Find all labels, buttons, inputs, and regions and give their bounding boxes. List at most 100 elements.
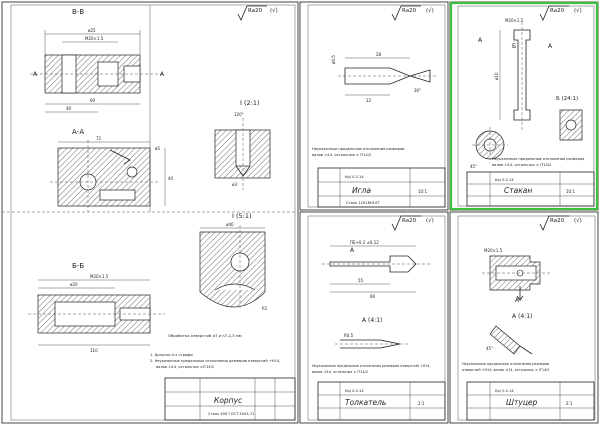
notes-shtutser: Неуказанные предельные отклонения размер… [462, 362, 549, 372]
sheet-title-shtutser: Штуцер [506, 398, 538, 407]
notes-tolkatel: Неуказанные предельные отклонения размер… [312, 364, 431, 374]
svg-text:ø20: ø20 [70, 282, 78, 287]
svg-text:66: 66 [370, 294, 376, 299]
sheet-korpus[interactable]: Ra20 (√) В-В ø25 M20×1.5 60 40 А А А-А [1, 1, 299, 424]
sheet-title-tolkatel: Толкатель [345, 398, 386, 407]
svg-text:110: 110 [90, 348, 98, 353]
svg-text:M20×1.5: M20×1.5 [505, 18, 524, 23]
sheet-title-stakan: Стакан [504, 186, 532, 195]
svg-text:10:1: 10:1 [566, 189, 575, 194]
sheet-frame-stakan [449, 1, 599, 211]
svg-text:30°: 30° [414, 88, 421, 93]
sheet-frame-igla [299, 1, 449, 211]
svg-text:Кр/ 0.2.14: Кр/ 0.2.14 [345, 175, 364, 179]
svg-text:Неуказанные предельные отклоне: Неуказанные предельные отклонения размер… [492, 157, 584, 161]
title-block-stakan: Стакан Кр/ 0.2.14 10:1 [466, 171, 595, 207]
svg-text:120°: 120° [234, 112, 244, 117]
svg-text:А: А [548, 43, 553, 50]
svg-text:валов -h14, остальных ± IT14/2: валов -h14, остальных ± IT14/2 [312, 370, 368, 374]
svg-text:Неуказанные предельные отклоне: Неуказанные предельные отклонения размер… [312, 364, 431, 368]
svg-text:ПЕ+0.2 ±0.12: ПЕ+0.2 ±0.12 [350, 240, 379, 245]
svg-text:ø25: ø25 [88, 28, 96, 33]
svg-text:А: А [160, 71, 165, 78]
section-bb-drawing: ø25 M20×1.5 60 40 А А [30, 28, 165, 113]
svg-text:ø3: ø3 [232, 182, 237, 187]
sheet-title-korpus: Корпус [214, 396, 243, 405]
svg-text:2:1: 2:1 [418, 401, 425, 406]
svg-text:40: 40 [168, 176, 174, 181]
svg-text:ø40: ø40 [226, 222, 234, 227]
section-label-b6: Б-Б [72, 262, 84, 270]
svg-text:отверстий +Н14, валов -h14, ос: отверстий +Н14, валов -h14, остальных ± … [462, 368, 549, 372]
svg-text:А: А [350, 247, 355, 254]
notes-korpus: Обработка отверстий d7 и h7-2,5 мм 1. До… [150, 333, 280, 369]
section-label-aa: А-А [72, 128, 84, 136]
svg-text:10:1: 10:1 [418, 189, 427, 194]
svg-text:Ra20: Ra20 [550, 218, 565, 224]
svg-text:Неуказанные предельные отклоне: Неуказанные предельные отклонения размер… [462, 362, 549, 366]
svg-text:валов -h14, остальных ± IT14/2: валов -h14, остальных ± IT14/2 [492, 163, 551, 167]
svg-text:Сталь 40Х ГОСТ 4543-71: Сталь 40Х ГОСТ 4543-71 [208, 412, 254, 416]
svg-text:60: 60 [90, 98, 96, 103]
roughness-symbol-korpus: Ra20 (√) [237, 5, 278, 21]
tolkatel-drawing: ПЕ+0.2 ±0.12 55 66 А [322, 240, 432, 299]
stakan-drawing: А Б А ø10 M20×1.5 45° Б (24:1) [470, 18, 583, 169]
title-block-shtutser: Штуцер Кр/ 0.2.14 2:1 [466, 381, 595, 421]
sheet-stakan[interactable]: Ra20 (√) А Б А ø10 M20×1.5 45° Б (24:1) … [449, 1, 599, 211]
roughness-symbol-stakan: Ra20 (√) [539, 5, 582, 21]
svg-text:ø5: ø5 [155, 146, 160, 151]
detail-1-drawing: 120° ø3 [214, 112, 271, 190]
sheet-title-igla: Игла [352, 186, 371, 195]
svg-text:40: 40 [66, 106, 72, 111]
roughness-symbol-igla: Ra20 (√) [391, 5, 434, 21]
detail-label-shtutser: А (4:1) [512, 313, 532, 320]
svg-text:Неуказанные предельные отклоне: Неуказанные предельные отклонения размер… [312, 147, 404, 151]
svg-text:R0.5: R0.5 [344, 333, 354, 338]
sheet-frame-shtutser [449, 211, 599, 424]
detail-2-drawing: ø40 R1 [199, 222, 268, 311]
svg-text:Б: Б [512, 43, 516, 50]
title-block-igla: Игла Кр/ 0.2.14 Сталь 12Х18Н10Т 10:1 [317, 167, 446, 208]
svg-text:Ra20: Ra20 [402, 218, 417, 224]
title-block-korpus: Корпус Сталь 40Х ГОСТ 4543-71 [164, 377, 296, 421]
svg-text:(√): (√) [426, 217, 434, 224]
sheet-tolkatel[interactable]: Ra20 (√) ПЕ+0.2 ±0.12 55 66 А А (4:1) R0… [299, 211, 449, 424]
svg-text:45°: 45° [486, 346, 493, 351]
igla-drawing: 28 12 30° ø0.5 [331, 52, 438, 103]
svg-text:Обработка отверстий d7 и h7-2,: Обработка отверстий d7 и h7-2,5 мм [168, 333, 242, 338]
svg-text:M20×1.5: M20×1.5 [484, 248, 503, 253]
svg-text:(√): (√) [426, 7, 434, 14]
svg-text:валов -h14, остальных ±IT14/2: валов -h14, остальных ±IT14/2 [156, 365, 214, 369]
svg-text:M20×1.5: M20×1.5 [90, 274, 109, 279]
svg-text:А: А [515, 297, 520, 304]
sheet-igla[interactable]: Ra20 (√) 28 12 30° ø0.5 Неуказанные пред… [299, 1, 449, 211]
svg-text:12: 12 [366, 98, 372, 103]
detail-label-tolkatel: А (4:1) [362, 317, 382, 324]
roughness-symbol-shtutser: Ra20 (√) [539, 215, 582, 231]
svg-text:Ra20: Ra20 [550, 8, 565, 14]
detail-label-1: I (2:1) [240, 99, 260, 107]
svg-text:Б (24:1): Б (24:1) [556, 96, 578, 102]
svg-text:А: А [33, 71, 38, 78]
svg-text:А: А [478, 37, 483, 44]
svg-text:Кр/ 0.2.14: Кр/ 0.2.14 [495, 178, 514, 182]
shtutser-drawing: M20×1.5 А [482, 248, 552, 304]
sheet-frame-tolkatel [299, 211, 449, 424]
roughness-symbol-tolkatel: Ra20 (√) [391, 215, 434, 231]
svg-text:ø0.5: ø0.5 [331, 55, 336, 64]
svg-text:Ra20: Ra20 [248, 8, 263, 14]
svg-text:28: 28 [376, 52, 382, 57]
tolkatel-detail: R0.5 [335, 333, 410, 349]
section-aa-drawing: 72 40 ø5 [50, 136, 174, 212]
svg-text:M20×1.5: M20×1.5 [85, 36, 104, 41]
title-block-tolkatel: Толкатель Кр/ 0.2.14 2:1 [317, 381, 446, 421]
notes-stakan: Неуказанные предельные отклонения размер… [492, 157, 584, 167]
svg-text:(√): (√) [270, 7, 278, 14]
svg-text:45°: 45° [470, 164, 477, 169]
svg-text:72: 72 [96, 136, 102, 141]
sheet-shtutser[interactable]: Ra20 (√) M20×1.5 А А (4:1) 45° Неуказанн… [449, 211, 599, 424]
notes-igla: Неуказанные предельные отклонения размер… [312, 147, 404, 157]
detail-label-2: I (5:1) [232, 212, 252, 220]
svg-text:(√): (√) [574, 217, 582, 224]
